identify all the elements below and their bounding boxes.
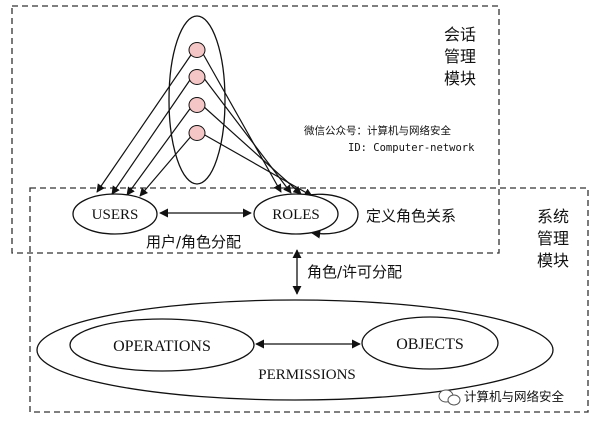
session-dot <box>188 125 206 141</box>
session-links <box>96 51 313 197</box>
session-link <box>202 105 302 195</box>
sessions-ellipse <box>168 15 226 185</box>
session-module-boundary <box>11 5 500 254</box>
users-node <box>72 193 158 235</box>
svg-text:系统: 系统 <box>537 207 569 226</box>
svg-text:模块: 模块 <box>537 251 569 270</box>
system-module-boundary <box>29 187 589 413</box>
wechat-id-text: ID: Computer-network <box>348 142 475 154</box>
users-label: USERS <box>92 207 139 223</box>
role-permission-assignment-label: 角色/许可分配 <box>307 263 402 281</box>
svg-text:管理: 管理 <box>537 229 569 248</box>
session-link <box>96 51 194 193</box>
svg-text:管理: 管理 <box>444 47 476 66</box>
session-link <box>139 133 194 197</box>
operations-node <box>69 318 255 372</box>
session-link <box>126 105 193 196</box>
svg-text:模块: 模块 <box>444 69 476 88</box>
roles-label: ROLES <box>272 207 320 223</box>
role-hierarchy-label: 定义角色关系 <box>366 207 456 225</box>
session-link <box>201 51 282 193</box>
session-module-label: 会话 管理 模块 <box>444 25 476 88</box>
wechat-icon <box>438 389 461 406</box>
permissions-ellipse <box>36 299 554 401</box>
svg-text:会话: 会话 <box>444 25 476 44</box>
session-dot <box>188 69 206 85</box>
role-hierarchy-loop <box>301 193 359 239</box>
session-dots <box>188 42 206 141</box>
session-dot <box>188 42 206 58</box>
roles-node <box>253 193 339 235</box>
watermark-text: 计算机与网络安全 <box>464 389 565 404</box>
objects-label: OBJECTS <box>396 336 464 353</box>
permissions-label: PERMISSIONS <box>258 367 356 383</box>
operations-label: OPERATIONS <box>113 338 211 355</box>
user-role-assignment-label: 用户/角色分配 <box>146 233 241 251</box>
session-link <box>202 133 313 197</box>
wechat-account-text: 微信公众号：计算机与网络安全 <box>304 124 451 137</box>
session-link <box>202 76 292 194</box>
session-link <box>111 76 193 195</box>
objects-node <box>361 316 499 370</box>
session-dot <box>188 97 206 113</box>
system-module-label: 系统 管理 模块 <box>537 207 569 270</box>
watermark: 计算机与网络安全 <box>438 389 565 406</box>
